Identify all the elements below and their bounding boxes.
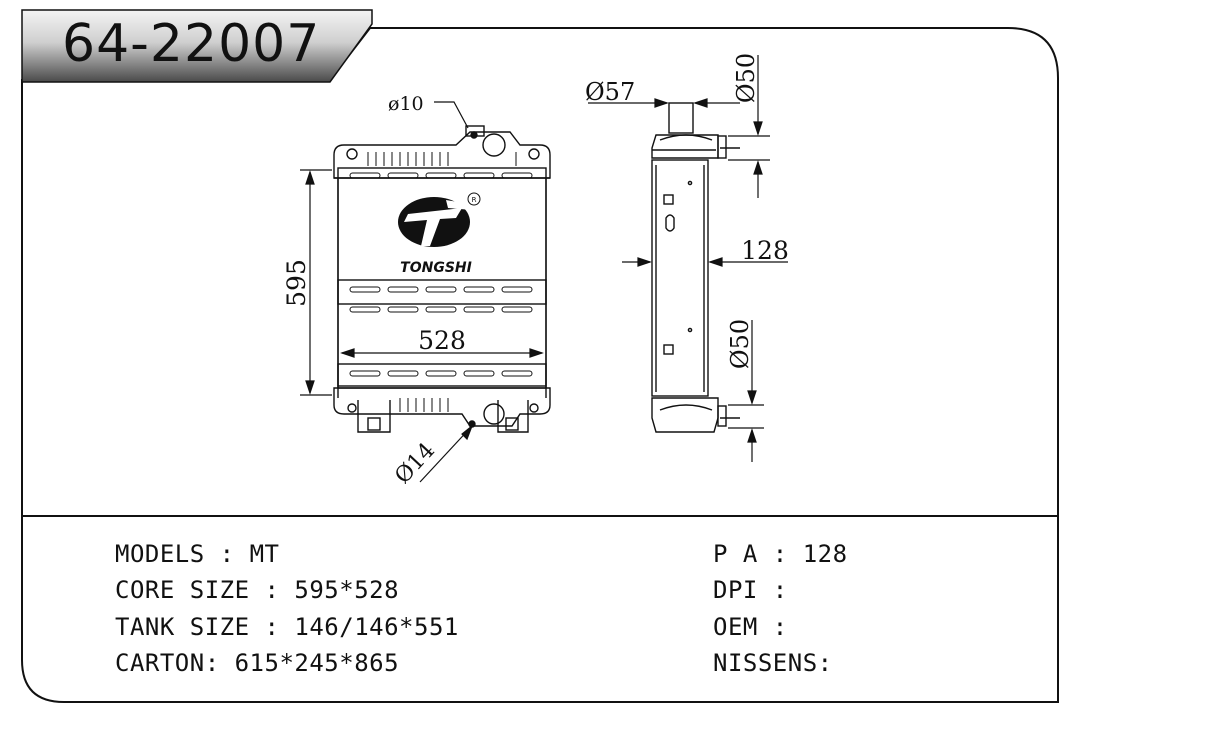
spec-row-oem: OEM : [713, 613, 788, 641]
front-dimensions [300, 101, 544, 483]
spec-row-pa: P A : 128 [713, 540, 848, 568]
width-label: 528 [418, 326, 466, 355]
bottom-pipe-diameter-label: Ø50 [726, 319, 754, 369]
top-pipe-diameter-label: Ø50 [732, 53, 760, 103]
side-view [651, 102, 740, 433]
title-tab [21, 9, 373, 83]
side-dimensions [588, 55, 788, 462]
drawing-frame [21, 27, 1059, 703]
spec-row-nissens: NISSENS: [713, 649, 833, 677]
registered-mark: R [472, 196, 477, 204]
spec-row-tank-size: TANK SIZE : 146/146*551 [115, 613, 459, 641]
front-view [333, 125, 551, 433]
height-label: 595 [282, 259, 311, 307]
top-pipe-width-label: Ø57 [585, 78, 635, 106]
brand-logo [398, 192, 481, 247]
outlet-hole-label: Ø14 [390, 438, 440, 489]
brand-name: TONGSHI [400, 260, 472, 276]
part-number-title: 64-22007 [62, 14, 321, 74]
spec-row-models: MODELS : MT [115, 540, 280, 568]
spec-row-core-size: CORE SIZE : 595*528 [115, 576, 400, 604]
inlet-hole-label: ø10 [388, 93, 424, 115]
depth-label: 128 [741, 236, 789, 265]
spec-row-carton: CARTON: 615*245*865 [115, 649, 400, 677]
spec-row-dpi: DPI : [713, 576, 788, 604]
